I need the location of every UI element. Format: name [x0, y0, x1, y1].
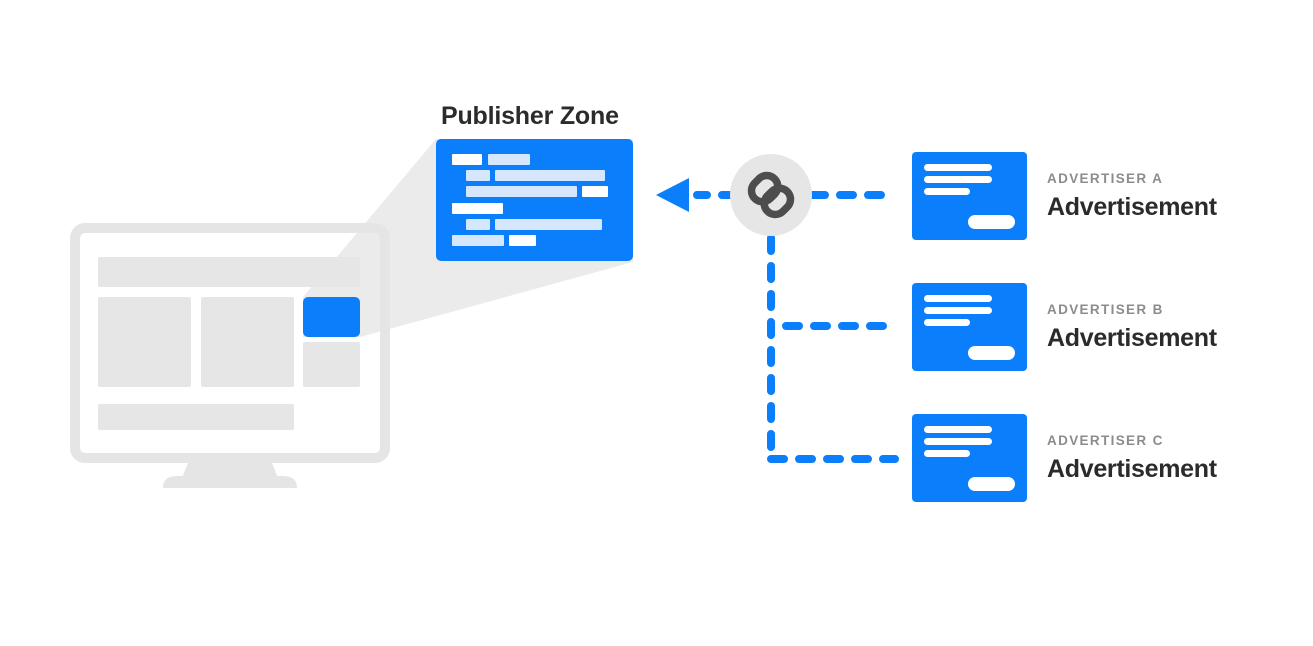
- advertiser-eyebrow: ADVERTISER C: [1047, 433, 1164, 448]
- advertiser-eyebrow: ADVERTISER A: [1047, 171, 1164, 186]
- monitor-footer-block: [98, 404, 294, 430]
- code-bar-r5-1: [466, 219, 490, 230]
- advertisement-card-icon[interactable]: [912, 152, 1027, 240]
- page-title: Publisher Zone: [441, 102, 619, 130]
- code-bar-r2-1: [466, 170, 490, 181]
- ad-card-cta-pill[interactable]: [968, 346, 1015, 360]
- desktop-monitor-icon: [70, 223, 390, 488]
- ad-card-line-3: [924, 319, 970, 326]
- code-bar-r5-2: [495, 219, 602, 230]
- arrow-left-icon: [656, 178, 689, 212]
- advertiser-text-block-c: ADVERTISER C Advertisement: [1047, 434, 1217, 482]
- monitor-header-block: [98, 257, 360, 287]
- advertiser-text-block-a: ADVERTISER A Advertisement: [1047, 172, 1217, 220]
- monitor-content-block-right: [201, 297, 294, 387]
- ad-card-line-1: [924, 295, 992, 302]
- advertiser-headline: Advertisement: [1047, 323, 1217, 352]
- code-bar-r3-2: [582, 186, 608, 197]
- advertisement-card-icon[interactable]: [912, 414, 1027, 502]
- publisher-zone-card[interactable]: [436, 139, 633, 261]
- code-bar-r2-2: [495, 170, 605, 181]
- ad-card-line-2: [924, 438, 992, 445]
- ad-card-cta-pill[interactable]: [968, 215, 1015, 229]
- ad-card-line-3: [924, 450, 970, 457]
- ad-card-line-2: [924, 307, 992, 314]
- ad-card-line-1: [924, 426, 992, 433]
- monitor-sidebar-block: [303, 342, 360, 387]
- code-bar-r6-2: [509, 235, 536, 246]
- monitor-content-block-left: [98, 297, 191, 387]
- advertisement-card-icon[interactable]: [912, 283, 1027, 371]
- code-bar-r3-1: [466, 186, 577, 197]
- monitor-neck: [182, 458, 278, 478]
- advertiser-text-block-b: ADVERTISER B Advertisement: [1047, 303, 1217, 351]
- code-bar-r1-2: [488, 154, 530, 165]
- advertiser-eyebrow: ADVERTISER B: [1047, 302, 1164, 317]
- ad-card-line-2: [924, 176, 992, 183]
- code-bar-r1-1: [452, 154, 482, 165]
- ad-card-cta-pill[interactable]: [968, 477, 1015, 491]
- code-bar-r6-1: [452, 235, 504, 246]
- ad-card-line-3: [924, 188, 970, 195]
- monitor-base: [163, 476, 297, 488]
- ad-card-line-1: [924, 164, 992, 171]
- monitor-ad-slot[interactable]: [303, 297, 360, 337]
- link-icon-upper-ring: [747, 171, 782, 206]
- chain-link-icon[interactable]: [730, 154, 812, 236]
- code-bar-r4-1: [452, 203, 503, 214]
- link-icon-lower-ring: [760, 184, 795, 219]
- advertiser-headline: Advertisement: [1047, 454, 1217, 483]
- advertiser-headline: Advertisement: [1047, 192, 1217, 221]
